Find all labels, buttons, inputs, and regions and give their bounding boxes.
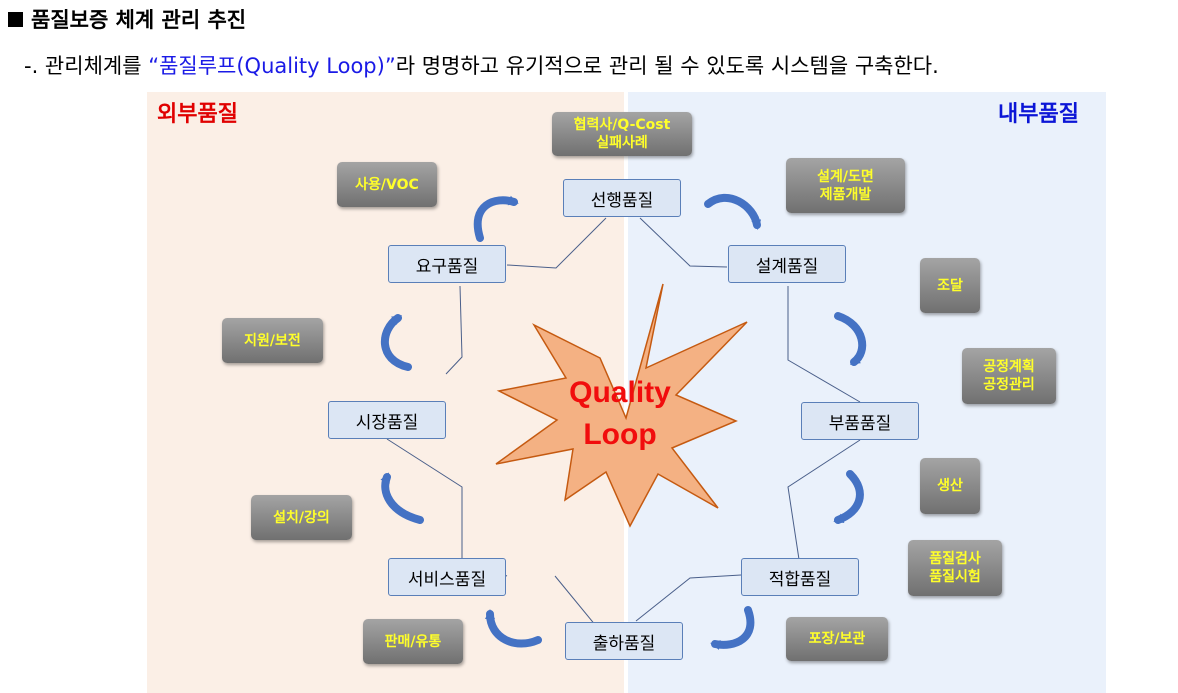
section-heading: 품질보증 체계 관리 추진	[8, 4, 246, 34]
note-design-drawing-line2: 제품개발	[819, 186, 872, 203]
description-highlight: “품질루프(Quality Loop)”	[148, 54, 396, 78]
note-process-line1: 공정계획	[983, 359, 1035, 375]
note-process: 공정계획 공정관리	[962, 348, 1056, 404]
description-suffix: 라 명명하고 유기적으로 관리 될 수 있도록 시스템을 구축한다.	[395, 54, 939, 78]
internal-quality-label: 내부품질	[998, 102, 1079, 127]
note-design-drawing: 설계/도면 제품개발	[786, 158, 905, 213]
note-packaging-line1: 포장/보관	[808, 631, 866, 647]
note-design-drawing-line1: 설계/도면	[817, 168, 874, 185]
note-installation-line1: 설치/강의	[273, 509, 330, 526]
note-sales-line1: 판매/유통	[384, 633, 442, 650]
note-sales: 판매/유통	[363, 619, 463, 664]
node-parts-quality: 부품품질	[801, 402, 919, 440]
note-inspection: 품질검사 품질시험	[908, 540, 1002, 596]
heading-text: 품질보증 체계 관리 추진	[31, 8, 247, 32]
curved-arrow-icon	[380, 472, 424, 524]
curved-arrow-icon	[381, 314, 412, 371]
note-installation: 설치/강의	[251, 495, 352, 540]
quality-loop-line2: Loop	[583, 418, 657, 451]
curved-arrow-icon	[485, 609, 542, 648]
quality-loop-burst	[495, 283, 748, 528]
note-inspection-line2: 품질시험	[929, 569, 981, 585]
node-shipping-quality: 출하품질	[565, 622, 683, 660]
note-production: 생산	[920, 458, 980, 514]
note-support: 지원/보전	[222, 318, 323, 363]
curved-arrow-icon	[704, 194, 762, 230]
node-service-quality: 서비스품질	[388, 558, 506, 596]
curved-arrow-icon	[834, 312, 867, 366]
note-procurement: 조달	[920, 258, 980, 313]
note-usage: 사용/VOC	[337, 162, 437, 207]
note-partner-line1: 협력사/Q-Cost	[573, 117, 671, 133]
note-usage-line1: 사용/VOC	[355, 176, 419, 193]
note-support-line1: 지원/보전	[244, 332, 301, 349]
note-partner-line2: 실패사례	[596, 135, 648, 151]
node-requirement-quality: 요구품질	[388, 245, 506, 283]
note-inspection-line1: 품질검사	[929, 551, 981, 567]
node-advance-quality: 선행품질	[563, 179, 681, 217]
node-conformance-quality: 적합품질	[741, 558, 859, 596]
quality-loop-line1: Quality	[569, 376, 671, 409]
curved-arrow-icon	[473, 195, 519, 242]
note-packaging: 포장/보관	[786, 617, 888, 661]
square-bullet-icon	[8, 12, 23, 27]
quality-loop-label: Quality Loop	[546, 372, 694, 456]
external-quality-label: 외부품질	[157, 102, 238, 127]
description-line: -. 관리체계를 “품질루프(Quality Loop)”라 명명하고 유기적으…	[24, 50, 939, 80]
node-market-quality: 시장품질	[328, 401, 446, 439]
description-prefix: -. 관리체계를	[24, 54, 149, 78]
note-partner: 협력사/Q-Cost 실패사례	[552, 112, 692, 156]
note-procurement-line1: 조달	[937, 277, 963, 294]
cycle-arrows	[380, 194, 867, 650]
curved-arrow-icon	[710, 606, 755, 650]
note-process-line2: 공정관리	[983, 377, 1035, 393]
node-design-quality: 설계품질	[728, 245, 846, 283]
note-production-line1: 생산	[937, 478, 963, 494]
curved-arrow-icon	[833, 470, 864, 524]
